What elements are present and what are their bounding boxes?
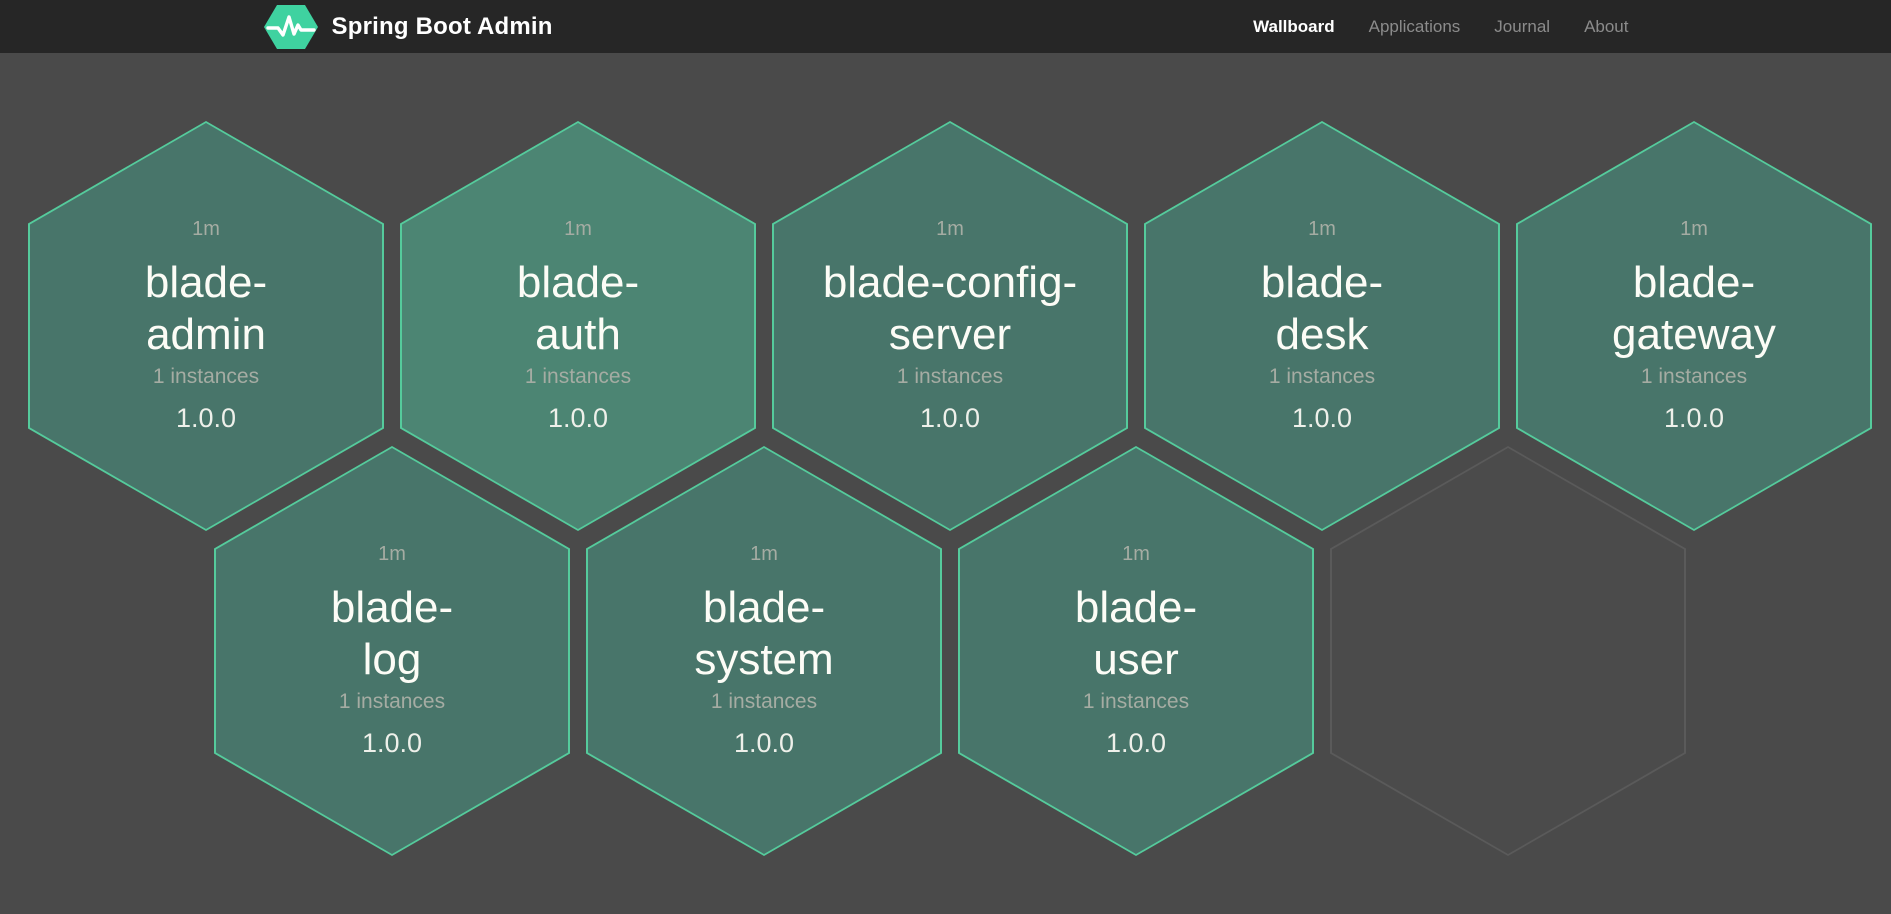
uptime-label: 1m [192,218,220,240]
empty-hexagon [1330,446,1686,856]
nav-item-journal[interactable]: Journal [1494,16,1551,36]
version-label: 1.0.0 [361,728,423,758]
main-nav: Wallboard Applications Journal About [1253,17,1628,37]
app-name: blade-config- server [822,258,1078,359]
hexagon-blade-auth[interactable]: 1m blade- auth 1 instances 1.0.0 [400,121,756,531]
hexagon-content: 1m blade- log 1 instances 1.0.0 [216,448,568,854]
version-label: 1.0.0 [733,728,795,758]
empty-hexagon-content [1332,448,1684,854]
hexagon-content: 1m blade- gateway 1 instances 1.0.0 [1518,123,1870,529]
instances-label: 1 instances [1268,365,1376,388]
uptime-label: 1m [1122,543,1150,565]
app-name: blade- desk [1260,258,1384,359]
spring-boot-admin-logo-icon [263,4,318,49]
nav-item-wallboard[interactable]: Wallboard [1253,16,1335,36]
version-label: 1.0.0 [1291,403,1353,433]
hexagon-content: 1m blade- user 1 instances 1.0.0 [960,448,1312,854]
uptime-label: 1m [1680,218,1708,240]
instances-label: 1 instances [152,365,260,388]
app-name: blade- admin [144,258,268,359]
app-name: blade- system [694,583,834,684]
hexagon-blade-log[interactable]: 1m blade- log 1 instances 1.0.0 [214,446,570,856]
version-label: 1.0.0 [175,403,237,433]
hexagon-content: 1m blade-config- server 1 instances 1.0.… [774,123,1126,529]
uptime-label: 1m [750,543,778,565]
hexagon-blade-system[interactable]: 1m blade- system 1 instances 1.0.0 [586,446,942,856]
hexagon-content: 1m blade- system 1 instances 1.0.0 [588,448,940,854]
app-name: blade- user [1074,583,1198,684]
hexagon-content: 1m blade- auth 1 instances 1.0.0 [402,123,754,529]
version-label: 1.0.0 [919,403,981,433]
version-label: 1.0.0 [547,403,609,433]
instances-label: 1 instances [1640,365,1748,388]
instances-label: 1 instances [896,365,1004,388]
header: Spring Boot Admin Wallboard Applications… [0,0,1891,53]
hexagon-blade-user[interactable]: 1m blade- user 1 instances 1.0.0 [958,446,1314,856]
header-container: Spring Boot Admin Wallboard Applications… [263,0,1629,53]
app-name: blade- gateway [1612,258,1776,359]
uptime-label: 1m [378,543,406,565]
nav-item-applications[interactable]: Applications [1368,16,1461,36]
instances-label: 1 instances [1082,690,1190,713]
version-label: 1.0.0 [1105,728,1167,758]
hexagon-blade-admin[interactable]: 1m blade- admin 1 instances 1.0.0 [28,121,384,531]
app-name: blade- auth [516,258,640,359]
hexagon-content: 1m blade- admin 1 instances 1.0.0 [30,123,382,529]
hexagon-blade-desk[interactable]: 1m blade- desk 1 instances 1.0.0 [1144,121,1500,531]
instances-label: 1 instances [338,690,446,713]
uptime-label: 1m [936,218,964,240]
brand-title: Spring Boot Admin [331,12,553,40]
hexagon-content: 1m blade- desk 1 instances 1.0.0 [1146,123,1498,529]
uptime-label: 1m [1308,218,1336,240]
nav-item-about[interactable]: About [1584,16,1629,36]
version-label: 1.0.0 [1663,403,1725,433]
app-name: blade- log [330,583,454,684]
hexagon-blade-gateway[interactable]: 1m blade- gateway 1 instances 1.0.0 [1516,121,1872,531]
instances-label: 1 instances [524,365,632,388]
brand[interactable]: Spring Boot Admin [263,4,553,50]
hexagon-blade-config-server[interactable]: 1m blade-config- server 1 instances 1.0.… [772,121,1128,531]
uptime-label: 1m [564,218,592,240]
instances-label: 1 instances [710,690,818,713]
